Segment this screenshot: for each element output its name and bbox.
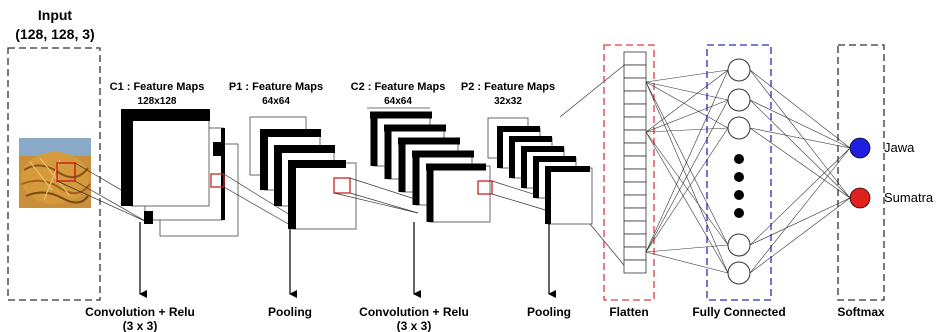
p2-feature-maps <box>487 117 593 225</box>
projection-lines-3 <box>333 177 419 214</box>
fc-neuron <box>727 58 751 82</box>
fc-neuron <box>727 88 751 112</box>
flatten-cell <box>623 129 647 144</box>
pool1-caption: Pooling <box>268 305 312 319</box>
output-label-sumatra: Sumatra <box>884 190 934 205</box>
c2-size: 64x64 <box>384 96 412 107</box>
flatten-caption: Flatten <box>609 305 648 319</box>
fc-ellipsis-dots <box>734 154 744 218</box>
flatten-cell <box>623 194 647 209</box>
flatten-cell <box>623 77 647 92</box>
input-receptive-field <box>56 162 76 182</box>
c2-title: C2 : Feature Maps <box>351 81 446 93</box>
connection-line <box>749 147 851 246</box>
connection-line <box>645 81 729 129</box>
fc-output-connections <box>749 69 851 274</box>
flatten-fc-connections <box>645 69 729 274</box>
connection-line <box>645 99 729 133</box>
flatten-vector <box>623 51 647 274</box>
connection-line <box>645 244 729 253</box>
connection-line <box>645 69 729 133</box>
connection-line <box>645 81 729 274</box>
conv1-caption: Convolution + Relu <box>85 305 195 319</box>
connection-line <box>749 99 851 199</box>
fc-neuron <box>727 261 751 285</box>
connection-line <box>645 251 729 274</box>
p2-size: 32x32 <box>494 96 522 107</box>
flatten-cell <box>623 259 647 274</box>
connection-line <box>645 131 729 274</box>
connection-line <box>645 81 729 246</box>
flatten-cell <box>623 181 647 196</box>
flatten-cell <box>623 220 647 235</box>
flatten-cell <box>623 142 647 157</box>
connection-line <box>749 69 851 149</box>
flatten-cell <box>623 90 647 105</box>
input-title: Input <box>38 7 73 23</box>
projection-lines-2 <box>223 173 291 226</box>
c1-size: 128x128 <box>138 96 177 107</box>
connection-line <box>645 69 729 253</box>
connection-line <box>645 127 729 253</box>
c2-feature-maps <box>370 111 493 223</box>
connection-line <box>749 147 851 274</box>
p1-feature-maps <box>249 116 357 230</box>
p2-title: P2 : Feature Maps <box>461 81 555 93</box>
connection-line <box>645 127 729 133</box>
c1-title: C1 : Feature Maps <box>110 81 205 93</box>
connection-line <box>645 81 729 101</box>
conv1-kernel: (3 x 3) <box>123 319 158 332</box>
flatten-cell <box>623 51 647 66</box>
p1-size: 64x64 <box>262 96 290 107</box>
output-label-jawa: Jawa <box>884 140 915 155</box>
flatten-cell <box>623 155 647 170</box>
connection-line <box>645 99 729 253</box>
flatten-cell <box>623 233 647 248</box>
connection-line <box>749 197 851 274</box>
flatten-cell <box>623 168 647 183</box>
output-node-sumatra <box>849 187 871 209</box>
input-image <box>19 138 91 208</box>
fc-box <box>706 44 772 301</box>
connection-line <box>749 127 851 199</box>
flatten-cell <box>623 246 647 261</box>
p1-title: P1 : Feature Maps <box>229 81 323 93</box>
softmax-box <box>837 44 885 301</box>
input-shape: (128, 128, 3) <box>15 26 94 42</box>
fc-neuron <box>727 116 751 140</box>
connection-line <box>645 69 729 83</box>
flatten-cell <box>623 103 647 118</box>
flatten-cell <box>623 64 647 79</box>
connection-line <box>645 131 729 246</box>
connection-line <box>749 197 851 246</box>
flatten-box <box>603 44 655 301</box>
fc-caption: Fully Connected <box>692 305 785 319</box>
connection-line <box>749 69 851 199</box>
conv2-caption: Convolution + Relu <box>359 305 469 319</box>
fc-neuron <box>727 233 751 257</box>
connection-line <box>749 99 851 149</box>
conv2-kernel: (3 x 3) <box>397 319 432 332</box>
projection-lines-5 <box>559 61 629 271</box>
output-node-jawa <box>849 137 871 159</box>
fc-neurons <box>727 58 751 285</box>
pool2-caption: Pooling <box>527 305 571 319</box>
input-box <box>7 47 101 301</box>
softmax-caption: Softmax <box>837 305 885 319</box>
flatten-cell <box>623 207 647 222</box>
flatten-cell <box>623 116 647 131</box>
connection-line <box>749 127 851 149</box>
c1-feature-maps <box>121 109 239 237</box>
